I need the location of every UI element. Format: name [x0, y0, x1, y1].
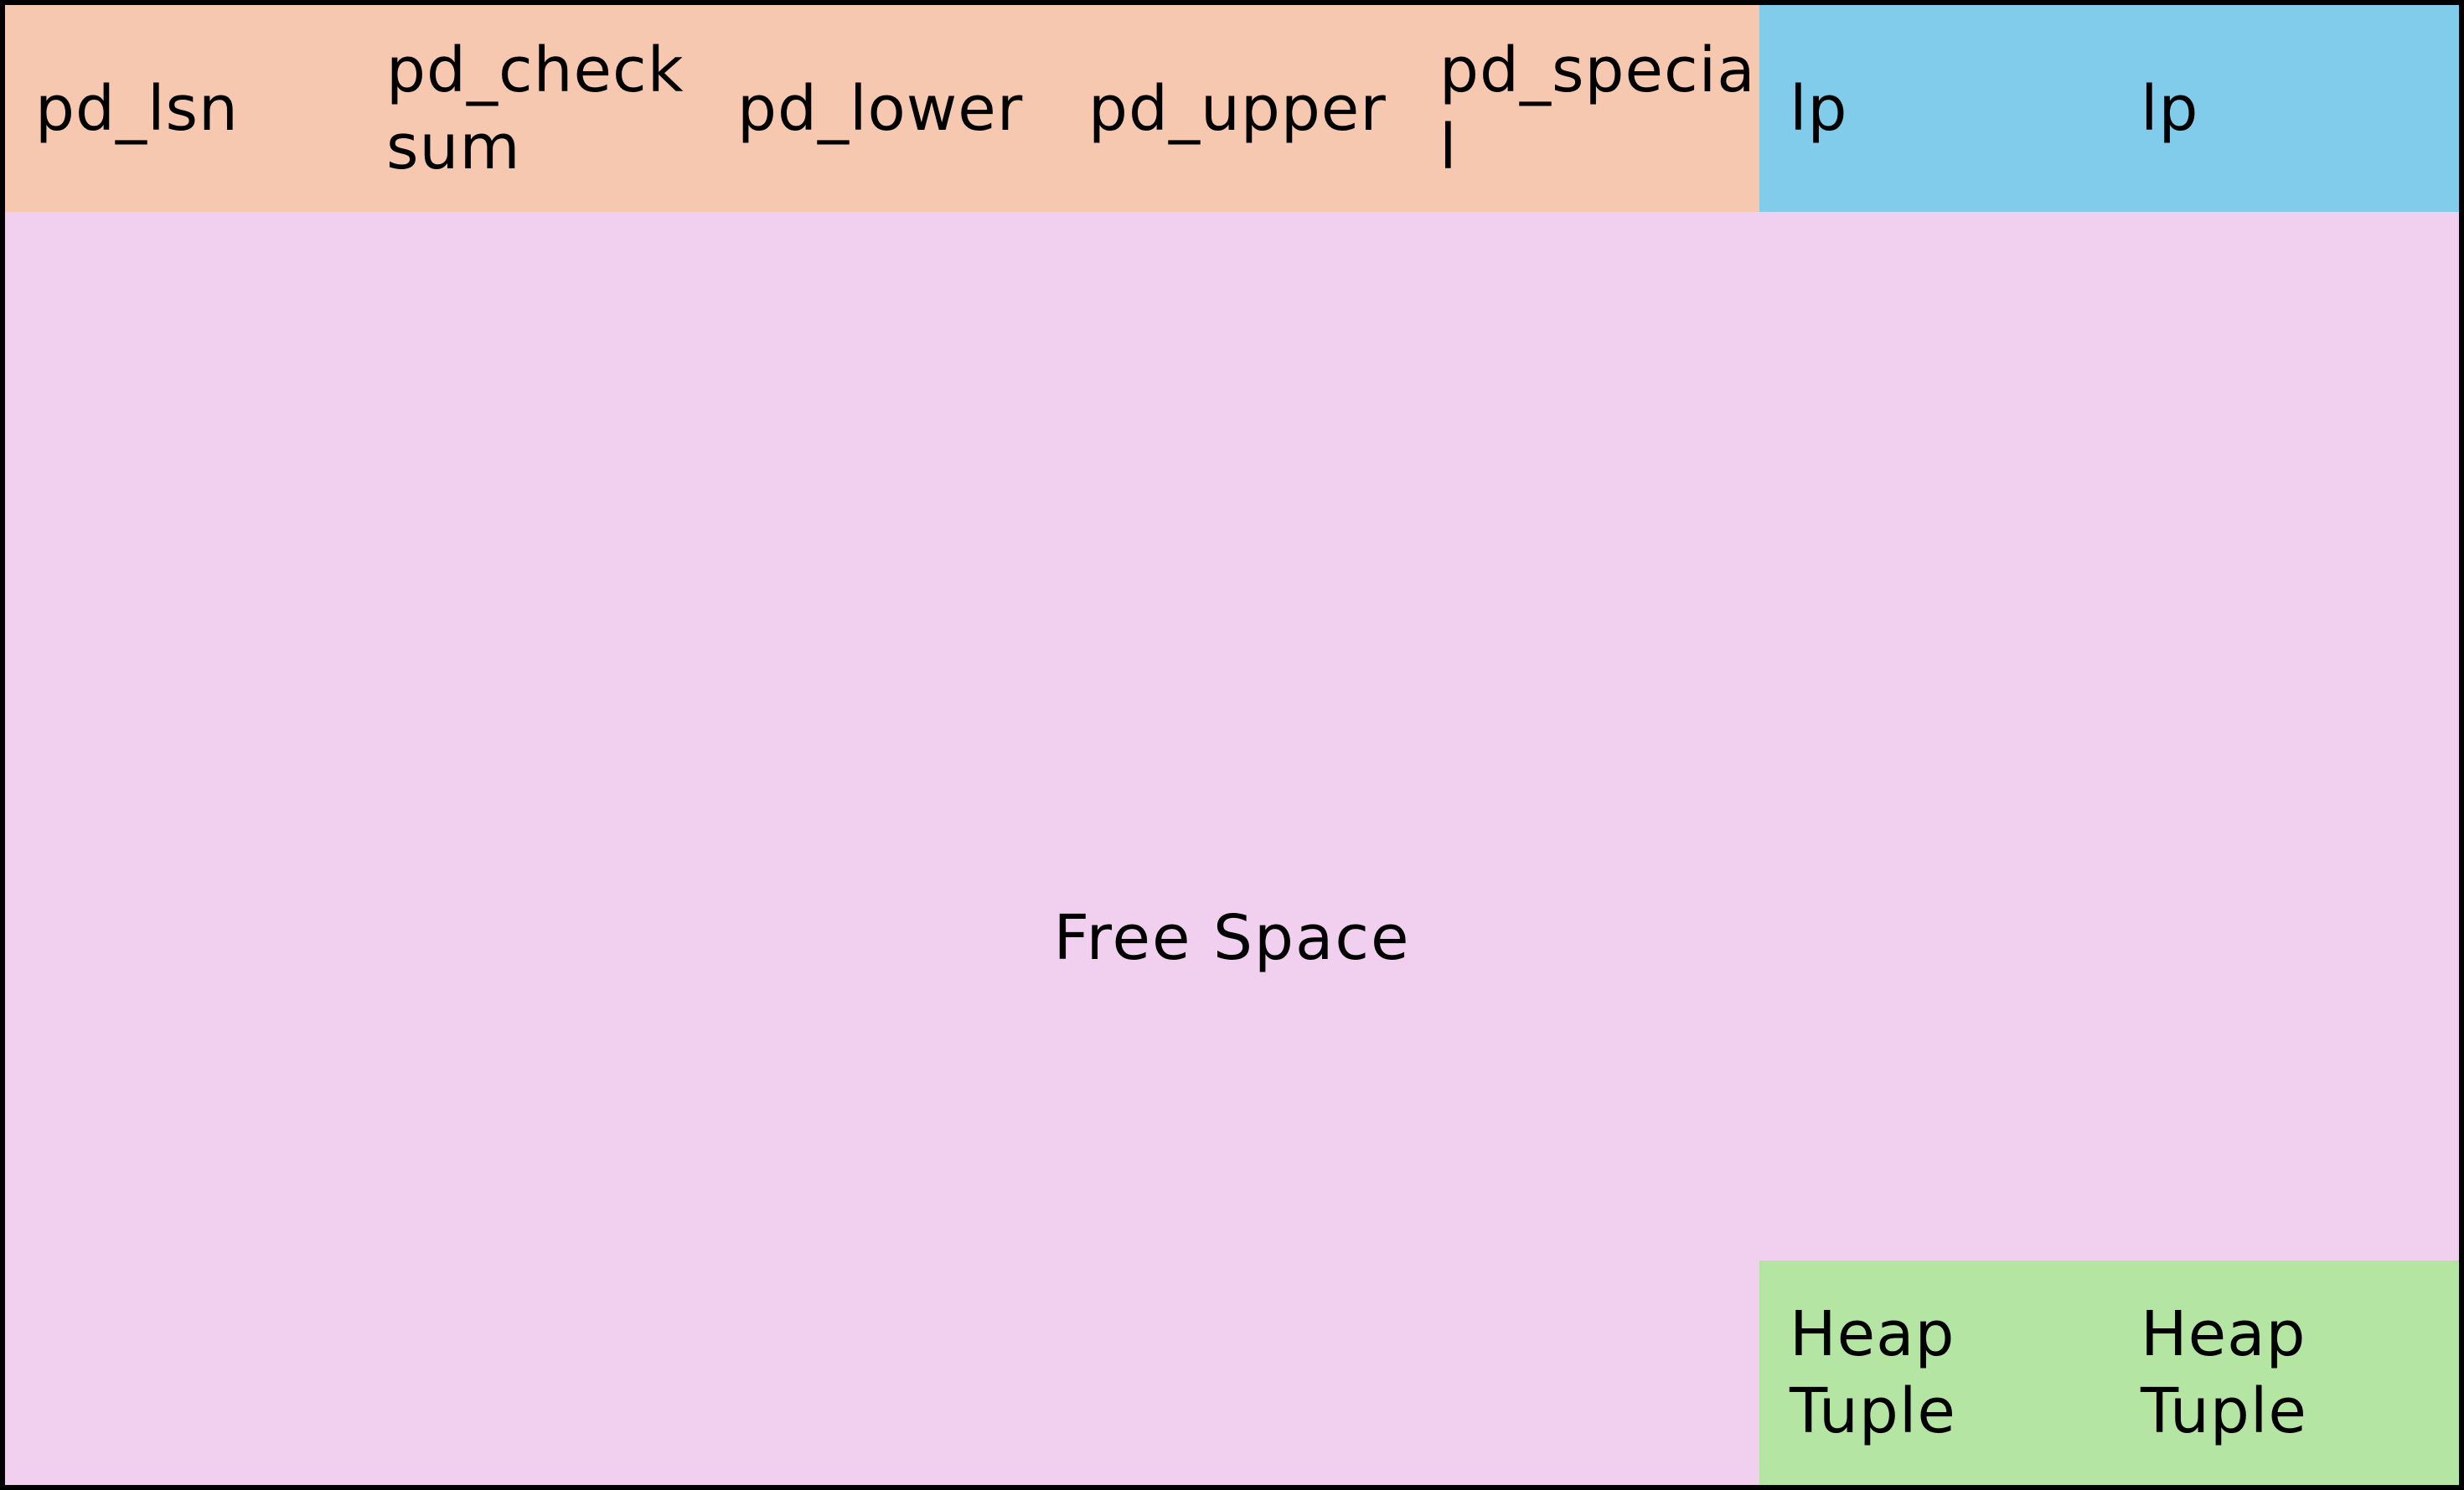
header-field-label: pd_lsn: [35, 72, 239, 145]
header-field-pd-lower: pd_lower: [707, 5, 1058, 212]
header-field-label: pd_special: [1439, 34, 1756, 183]
heap-tuple: Heap Tuple: [1759, 1261, 2110, 1485]
line-pointer: lp: [2110, 5, 2459, 212]
line-pointer: lp: [1759, 5, 2110, 212]
header-field-pd-lsn: pd_lsn: [5, 5, 356, 212]
header-field-label: pd_lower: [737, 72, 1024, 145]
header-field-label: pd_upper: [1088, 72, 1387, 145]
free-space-label: Free Space: [1053, 902, 1411, 974]
heap-tuple: Heap Tuple: [2110, 1261, 2459, 1485]
heap-tuple-label: Heap Tuple: [2141, 1298, 2307, 1447]
line-pointer-label: lp: [1790, 72, 1848, 145]
header-field-label: pd_checksum: [386, 34, 684, 183]
heap-tuple-label: Heap Tuple: [1790, 1298, 1956, 1447]
header-field-pd-checksum: pd_checksum: [356, 5, 707, 212]
header-field-pd-upper: pd_upper: [1058, 5, 1409, 212]
line-pointer-label: lp: [2141, 72, 2199, 145]
header-field-pd-special: pd_special: [1409, 5, 1759, 212]
